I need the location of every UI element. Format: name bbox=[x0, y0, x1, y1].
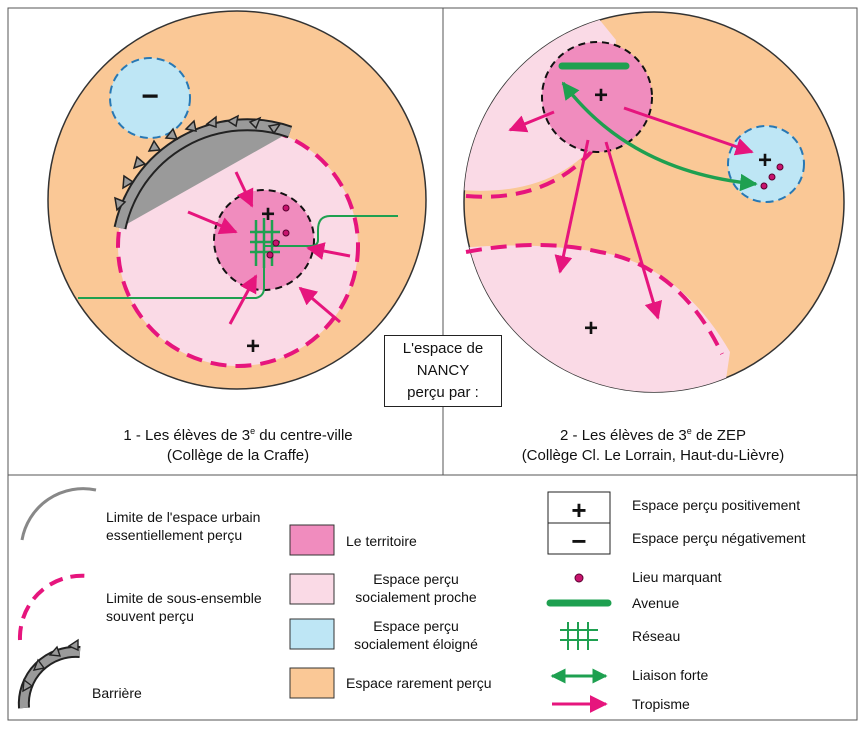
legend-avenue-label: Avenue bbox=[632, 595, 680, 611]
map1-caption-sup: e bbox=[250, 426, 256, 436]
map2-landmarks bbox=[760, 163, 784, 190]
legend-rare-label: Espace rarement perçu bbox=[346, 675, 492, 691]
map2-tropism-arrows bbox=[508, 106, 754, 320]
map1-plus-close: + bbox=[246, 333, 260, 360]
legend-subset-limit-line2: souvent perçu bbox=[106, 608, 194, 624]
legend-close-swatch bbox=[289, 573, 335, 605]
legend-territory-swatch bbox=[289, 524, 335, 556]
map2-plus-territory: + bbox=[594, 82, 608, 109]
legend-urban-limit-icon bbox=[20, 487, 97, 541]
center-label-line1: L'espace de bbox=[402, 340, 484, 357]
map2-caption-post: de ZEP bbox=[691, 427, 746, 444]
legend-network-icon bbox=[560, 622, 598, 650]
map1: − bbox=[47, 10, 427, 390]
map1-caption-line2: (Collège de la Craffe) bbox=[166, 447, 310, 464]
legend-subset-limit-label: Limite de sous-ensemble souvent perçu bbox=[106, 589, 262, 625]
map1-caption-post: du centre-ville bbox=[255, 427, 353, 444]
legend-urban-limit-line2: essentiellement perçu bbox=[106, 527, 243, 543]
map2-caption-line2: (Collège Cl. Le Lorrain, Haut-du-Lièvre) bbox=[521, 447, 785, 464]
legend-rare-swatch bbox=[289, 667, 335, 699]
center-label-line3: perçu par : bbox=[407, 384, 479, 401]
legend-subset-limit-icon bbox=[17, 573, 89, 641]
map1-barrier-teeth bbox=[114, 114, 282, 212]
legend-urban-limit-line1: Limite de l'espace urbain bbox=[106, 509, 261, 525]
map1-caption: 1 - Les élèves de 3e du centre-ville (Co… bbox=[48, 426, 428, 466]
map2: + + + bbox=[463, 11, 845, 393]
map2-subset-limit-north bbox=[465, 128, 610, 199]
legend-negative-label: Espace perçu négativement bbox=[632, 530, 806, 546]
legend-landmark-icon bbox=[574, 573, 584, 583]
map1-landmarks bbox=[266, 204, 290, 259]
legend-plus-icon: + bbox=[571, 495, 586, 525]
legend-network-label: Réseau bbox=[632, 628, 681, 644]
legend-landmark-label: Lieu marquant bbox=[632, 569, 722, 585]
legend-subset-limit-line1: Limite de sous-ensemble bbox=[106, 590, 262, 606]
legend-link-label: Liaison forte bbox=[632, 667, 709, 683]
center-label-box: L'espace de NANCY perçu par : bbox=[384, 335, 502, 407]
legend-territory-label: Le territoire bbox=[346, 533, 417, 549]
map1-far-space bbox=[109, 57, 191, 139]
legend-close-line2: socialement proche bbox=[355, 589, 477, 605]
legend-far-line2: socialement éloigné bbox=[354, 636, 478, 652]
legend-close-line1: Espace perçu bbox=[373, 571, 459, 587]
center-label-line2: NANCY bbox=[416, 362, 470, 379]
map2-caption-line1: 2 - Les élèves de 3e de ZEP bbox=[452, 426, 854, 446]
map2-caption-sup: e bbox=[686, 426, 692, 436]
legend-symbols: + − bbox=[17, 487, 612, 713]
map2-caption-pre: 2 - Les élèves de 3 bbox=[560, 427, 687, 444]
map2-plus-close: + bbox=[584, 315, 598, 342]
map2-plus-far: + bbox=[758, 147, 772, 174]
legend-positive-label: Espace perçu positivement bbox=[632, 497, 801, 513]
legend-close-label: Espace perçu socialement proche bbox=[346, 570, 486, 606]
legend-urban-limit-label: Limite de l'espace urbain essentiellemen… bbox=[106, 508, 260, 544]
legend-barrier-label: Barrière bbox=[92, 685, 142, 701]
legend-tropism-label: Tropisme bbox=[632, 696, 690, 712]
map1-caption-line1: 1 - Les élèves de 3e du centre-ville bbox=[48, 426, 428, 446]
legend-far-swatch bbox=[289, 618, 335, 650]
map1-minus-sign: − bbox=[141, 80, 159, 113]
legend-minus-icon: − bbox=[571, 526, 586, 556]
map1-plus-territory: + bbox=[261, 201, 275, 228]
map1-caption-pre: 1 - Les élèves de 3 bbox=[123, 427, 251, 444]
map1-tropism-arrows bbox=[187, 171, 351, 325]
legend-far-line1: Espace perçu bbox=[373, 618, 459, 634]
map2-subset-limit-south bbox=[465, 243, 724, 355]
map2-strong-link bbox=[561, 81, 758, 192]
map2-caption: 2 - Les élèves de 3e de ZEP (Collège Cl.… bbox=[452, 426, 854, 466]
legend-far-label: Espace perçu socialement éloigné bbox=[346, 617, 486, 653]
